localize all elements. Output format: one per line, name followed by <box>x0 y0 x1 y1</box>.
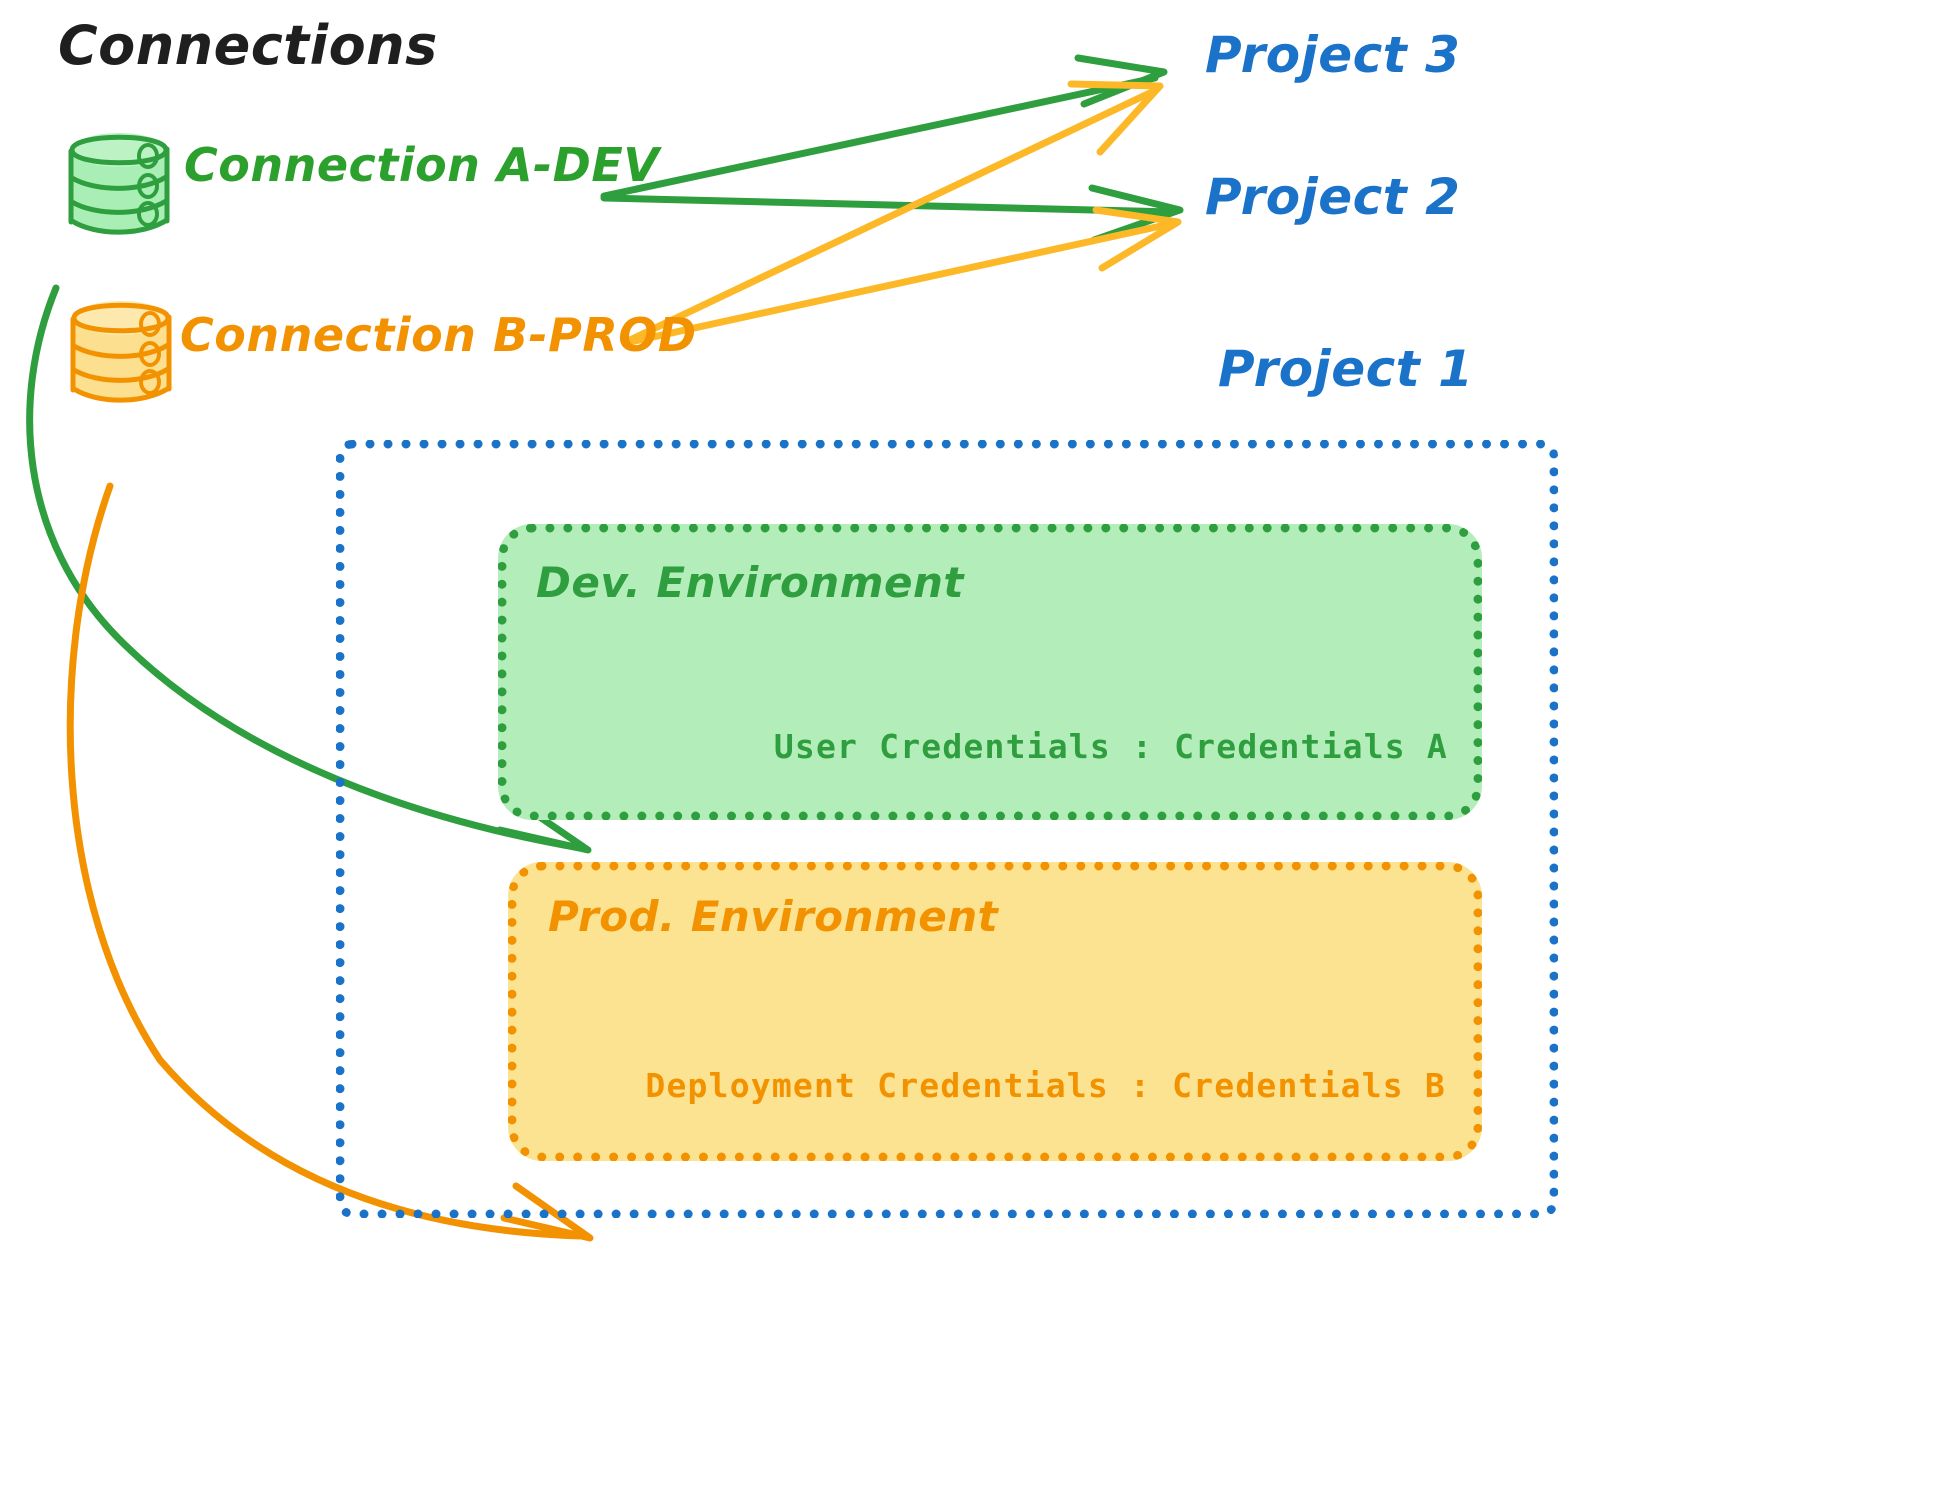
arrow-conn-b-to-prod-environment <box>66 482 594 1242</box>
project-1-label[interactable]: Project 1 <box>1218 340 1474 398</box>
prod-environment-box[interactable] <box>508 862 1482 1161</box>
project-2-label[interactable]: Project 2 <box>1205 168 1461 226</box>
arrow-conn-a-to-project-3 <box>600 54 1168 200</box>
connection-a-dev-label[interactable]: Connection A-DEV <box>184 138 660 192</box>
database-cylinder-icon-orange <box>70 301 172 403</box>
dev-environment-title: Dev. Environment <box>536 558 964 607</box>
connection-b-prod-label[interactable]: Connection B-PROD <box>180 308 697 362</box>
prod-environment-credentials: Deployment Credentials : Credentials B <box>645 1066 1446 1105</box>
prod-environment-title: Prod. Environment <box>548 892 999 941</box>
project-3-label[interactable]: Project 3 <box>1205 26 1461 84</box>
database-cylinder-icon-green <box>68 133 170 235</box>
arrow-conn-a-to-project-2 <box>600 184 1184 244</box>
arrow-conn-b-to-project-2 <box>626 206 1182 346</box>
project-1-container <box>336 440 1558 1218</box>
page-title: Connections <box>58 14 438 77</box>
dev-environment-credentials: User Credentials : Credentials A <box>773 727 1448 766</box>
dev-environment-box[interactable] <box>498 524 1482 820</box>
arrow-conn-b-to-project-3 <box>626 80 1164 344</box>
